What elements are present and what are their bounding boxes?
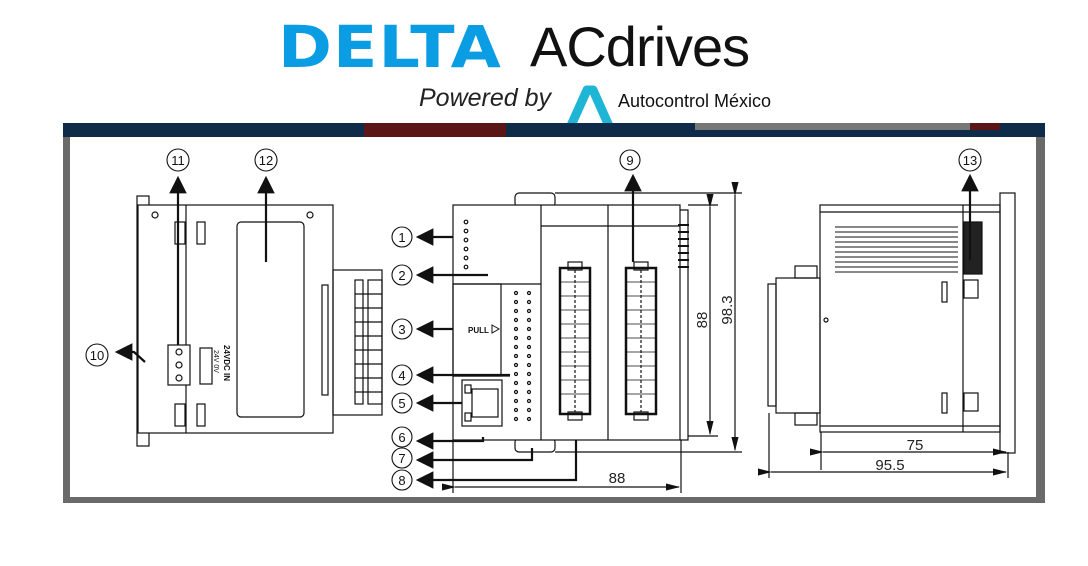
dim-side-depth-95-5: 95.5: [875, 457, 904, 474]
callout-2: 2: [398, 268, 405, 283]
callout-9: 9: [626, 153, 633, 168]
pull-arrow-icon: [491, 324, 501, 334]
callout-12: 12: [259, 153, 273, 168]
brand-acdrives: ACdrives: [530, 15, 750, 78]
callout-6: 6: [398, 430, 405, 445]
io-leds: [513, 290, 532, 422]
power-terminals-label: 24V 0V: [212, 350, 219, 373]
powered-by-text: Powered by: [419, 84, 552, 112]
callout-leaders: [114, 173, 979, 489]
callout-4: 4: [398, 368, 405, 383]
callout-1: 1: [398, 230, 405, 245]
partner-name: Autocontrol México: [618, 91, 772, 111]
status-leds: [463, 219, 469, 270]
brand-logo: DELTA ACdrives: [278, 14, 750, 80]
terminal-rows: [560, 281, 656, 395]
extension-port: [678, 224, 689, 268]
callout-13: 13: [963, 153, 977, 168]
callout-3: 3: [398, 322, 405, 337]
front-view: [441, 181, 742, 493]
terminal-block-2: [624, 261, 658, 421]
dim-front-width-88: 88: [609, 470, 626, 487]
brand-delta: DELTA: [278, 13, 503, 81]
terminal-block-1: [558, 261, 592, 421]
left-side-view: [136, 195, 383, 447]
callout-11: 11: [171, 153, 185, 168]
dim-front-height-88: 88: [694, 312, 711, 329]
vent-slots: [835, 226, 958, 273]
callout-7: 7: [398, 451, 405, 466]
callout-circles: [85, 148, 982, 491]
callout-10: 10: [90, 348, 104, 363]
dim-front-height-98-3: 98.3: [719, 295, 736, 324]
dim-side-depth-75: 75: [907, 437, 924, 454]
callout-5: 5: [398, 396, 405, 411]
power-in-label: 24VDC IN: [222, 345, 231, 381]
left-terminal-teeth: [354, 279, 383, 405]
pull-label: PULL: [468, 326, 489, 335]
callout-8: 8: [398, 473, 405, 488]
callout-numbers: 1 2 3 4 5 6 7 8 9 10 11 12 13: [90, 153, 977, 488]
